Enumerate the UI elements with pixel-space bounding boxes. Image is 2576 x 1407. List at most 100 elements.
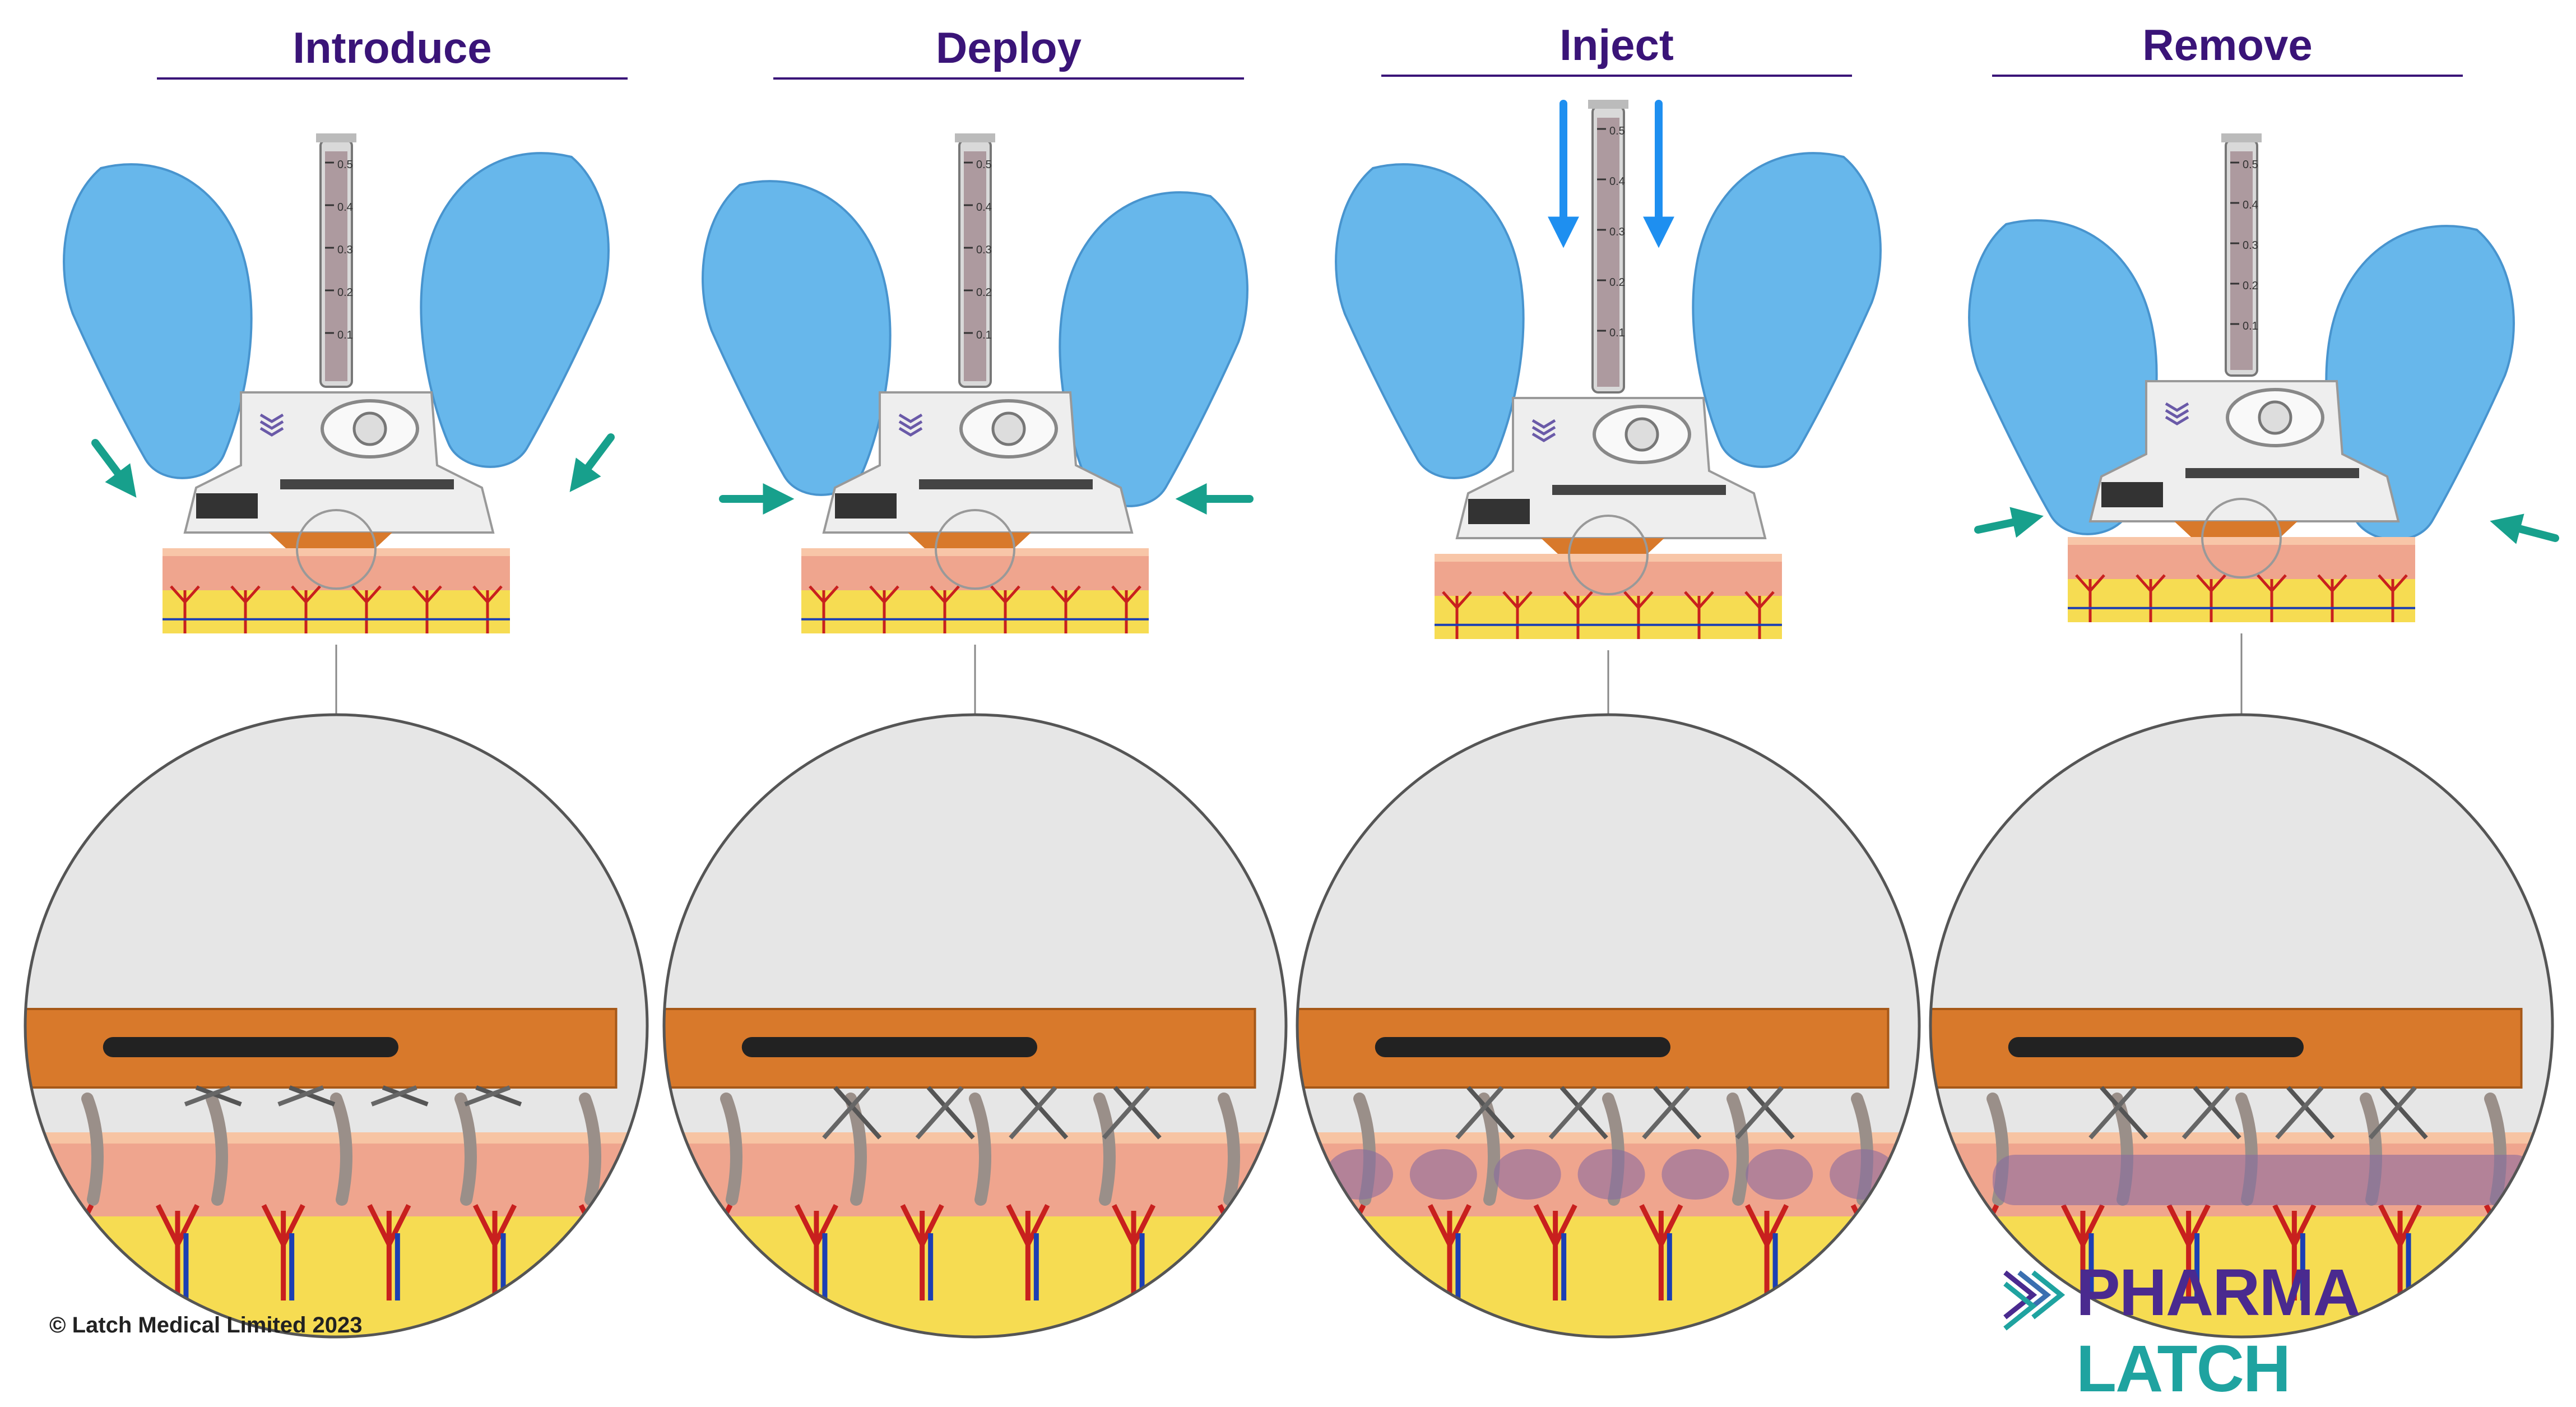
brand-wordmark-pharma: PHARMA [2076,1256,2358,1330]
release-arrow-left-icon [1974,507,2044,538]
blood-vessel [472,585,503,633]
zoom-hair [81,1093,104,1206]
zoom-hair [969,1093,991,1206]
zoom-blood-vessel [1322,1204,1366,1300]
blood-vessel [1051,585,1081,633]
zoom-circle-outline [24,713,649,1339]
right-glove [1059,191,1248,507]
zoom-circle-outline [662,713,1288,1339]
magnify-target-circle [296,509,377,590]
zoom-microneedle [2193,1086,2241,1140]
zoom-microneedle [2275,1086,2324,1140]
brand-logo-chevrons-icon [2003,1270,2066,1331]
zoom-needle-slot [103,1037,398,1057]
blood-vessel [2257,574,2287,622]
zoom-blood-vessel [1112,1204,1156,1300]
zoom-needle-slot [2008,1037,2304,1057]
title-underline [157,77,628,80]
zoom-drug-deposit [1409,1149,1477,1200]
zoom-epidermis [1930,1132,2552,1144]
syringe-scale-label: 0.3 [1609,226,1625,238]
zoom-blood-vessel [50,1204,94,1300]
zoom-drug-deposit [1661,1149,1729,1200]
magnify-target-circle [935,509,1015,590]
blood-vessel [2378,574,2408,622]
zoom-blood-vessel [794,1204,838,1300]
zoom-microneedle [926,1086,975,1140]
zoom-fat [664,1216,1286,1337]
zoom-microneedle [1653,1086,1702,1140]
zoom-microneedle [2286,1086,2335,1140]
syringe-fluid [964,151,986,381]
zoom-hair [206,1093,228,1206]
left-glove [1968,219,2158,535]
zoom-microneedle [1455,1086,1504,1140]
zoom-microneedle [833,1086,882,1140]
syringe-scale-label: 0.2 [1609,276,1625,289]
blood-vessel [2317,574,2347,622]
zoom-drug-deposit [1746,1149,1813,1200]
skin-layer-fat [801,590,1149,633]
copyright-text: © Latch Medical Limited 2023 [49,1313,363,1337]
zoom-microneedle [195,1085,242,1107]
magnify-target-circle [1568,515,1649,595]
skin-layer-epidermis [163,548,510,556]
blood-vessel [930,585,960,633]
syringe-flange [316,133,356,142]
device-slot [2101,482,2163,507]
panel-introduce: 0.50.40.30.20.1 [24,133,649,1339]
syringe-fluid [325,151,347,381]
step-title-inject: Inject [1559,20,1674,70]
syringe-scale-label: 0.3 [976,244,992,256]
blood-vessel [2136,574,2166,622]
syringe-scale-label: 0.2 [337,286,353,299]
zoom-blood-vessel [2060,1204,2105,1300]
panel-remove: 0.50.40.30.20.1 [1929,133,2554,1339]
syringe-fluid [2230,151,2253,370]
zoom-microneedle [1548,1086,1597,1140]
syringe-scale-label: 0.4 [2243,199,2258,211]
device-rail [1552,485,1726,495]
zoom-microneedle [1642,1086,1691,1140]
zoom-blood-vessel [1850,1204,1895,1300]
zoom-view-content [1297,715,1919,1337]
skin-layer-epidermis [2068,537,2415,545]
syringe-flange [955,133,995,142]
blood-vessel [1684,591,1714,639]
zoom-epidermis [1297,1132,1919,1144]
zoom-microneedle [1735,1086,1784,1140]
zoom-microneedle [1009,1086,1057,1140]
zoom-epidermis [25,1132,647,1144]
zoom-circle-outline [1296,713,1921,1339]
zoom-view-content [664,715,1286,1337]
skin-layer-fat [1435,596,1782,639]
device-rail [280,479,454,489]
step-title-deploy: Deploy [935,23,1082,72]
procedure-illustration: 0.50.40.30.20.10.50.40.30.20.10.50.40.30… [24,100,2559,1339]
zoom-blood-vessel [2166,1204,2211,1300]
skin-layer-fat [2068,579,2415,622]
zoom-microneedle [184,1085,231,1107]
brand-wordmark: PHARMA LATCH [2076,1255,2576,1407]
blood-vessel [2196,574,2226,622]
skin-layer-dermis [2068,544,2415,579]
blood-vessel [412,585,442,633]
syringe-scale-label: 0.5 [2243,159,2258,171]
zoom-blood-vessel [900,1204,944,1300]
syringe-fluid [1597,118,1619,387]
zoom-needle-slot [1375,1037,1670,1057]
blood-vessel [1442,591,1472,639]
blood-vessel [1563,591,1593,639]
blood-vessel [351,585,382,633]
syringe-scale-label: 0.4 [976,201,992,214]
zoom-blood-vessel [1639,1204,1683,1300]
syringe-scale-label: 0.5 [1609,125,1625,137]
skin-layer-fat [163,590,510,633]
zoom-blood-vessel [261,1204,305,1300]
zoom-microneedle [1466,1086,1515,1140]
skin-layer-dermis [163,555,510,590]
zoom-dermis [25,1144,647,1216]
device-logo-icon [898,413,923,423]
step-title-introduce: Introduce [293,23,492,72]
syringe-scale-label: 0.3 [337,244,353,256]
